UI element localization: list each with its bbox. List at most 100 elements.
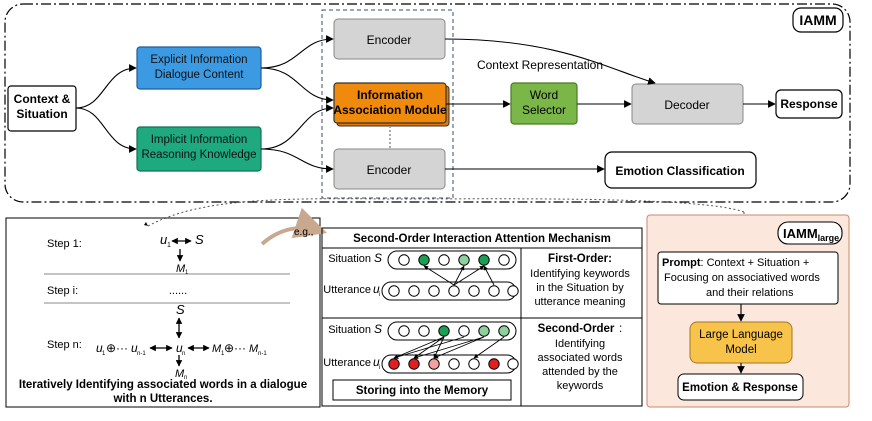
context-representation-label: Context Representation (477, 58, 603, 72)
iam-module-box (333, 82, 447, 124)
so-utterance-label: Utterance (323, 357, 371, 369)
svg-text:1: 1 (102, 351, 106, 357)
fo-situation-token (438, 254, 450, 266)
eg-curved-arrow (260, 207, 328, 246)
so-utterance-symbol: u (373, 355, 380, 369)
step1-label: Step 1: (47, 238, 82, 250)
fo-situation-token (458, 254, 470, 266)
attention-edge (473, 336, 505, 359)
emotion-response-box (677, 373, 804, 401)
svg-text:M: M (212, 343, 222, 355)
fo-situation-label: Situation (328, 253, 371, 265)
so-situation-token (418, 325, 430, 337)
so-utterance-token (448, 358, 460, 370)
iamm-label-box (792, 7, 844, 33)
attention-edge (453, 265, 485, 286)
first-order-title: First-Order: (548, 253, 612, 265)
eg-label: e.g., (294, 227, 313, 238)
token-nodes (388, 254, 519, 370)
dotted-zoom-link (147, 198, 745, 227)
context-situation-label: Context &Situation (14, 92, 71, 121)
so-situation-token (458, 325, 470, 337)
second-order-edges (393, 336, 505, 359)
svg-text:⊕···: ⊕··· (224, 341, 246, 355)
prompt-line1: Prompt: Context + Situation + (662, 257, 809, 269)
svg-text:M: M (249, 343, 259, 355)
response-label: Response (780, 97, 838, 111)
memory-box (332, 379, 512, 401)
encoder-top-label: Encoder (367, 33, 412, 47)
attention-edge (433, 336, 485, 359)
prompt-line3: and their relations (706, 287, 794, 299)
prompt-box (657, 251, 839, 305)
encoder-bottom-label: Encoder (367, 163, 412, 177)
attention-edge (393, 336, 445, 359)
emotion-classification-box (604, 151, 757, 189)
svg-text:u: u (176, 341, 183, 355)
emotion-response-label: Emotion & Response (682, 382, 798, 394)
so-situation-token (398, 325, 410, 337)
fo-situation-capsule (387, 250, 517, 270)
second-order-colon: : (619, 323, 622, 335)
svg-text:n: n (182, 351, 185, 357)
fo-situation-token (398, 254, 410, 266)
svg-text:S: S (176, 302, 185, 317)
so-situation-token (498, 325, 510, 337)
attention-edge (423, 265, 455, 286)
so-utterance-token (488, 358, 500, 370)
so-utterance-subscript: i (379, 365, 380, 371)
emotion-classification-label: Emotion Classification (615, 164, 744, 178)
iamm-outer-frame (4, 3, 851, 203)
svg-text:n: n (184, 375, 187, 381)
attention-edge (453, 265, 465, 286)
stepi-dots: ...... (169, 285, 187, 297)
fo-utterance-subscript: i (379, 292, 380, 298)
svg-text:1: 1 (167, 242, 171, 249)
stepn-label: Step n: (47, 339, 82, 351)
attention-edge (483, 265, 495, 286)
response-box (775, 89, 843, 119)
so-situation-token (438, 325, 450, 337)
so-situation-capsule (387, 321, 517, 341)
svg-text:u: u (160, 232, 167, 247)
fo-utterance-token (408, 285, 420, 297)
prompt-line2: Focusing on associatived words (664, 272, 820, 284)
svg-text:1: 1 (185, 270, 189, 276)
attention-edge (413, 336, 485, 359)
so-situation-token (478, 325, 490, 337)
fo-situation-token (478, 254, 490, 266)
so-utterance-token (428, 358, 440, 370)
memory-label: Storing into the Memory (356, 385, 489, 397)
svg-text:S: S (195, 232, 204, 247)
fo-situation-token (498, 254, 510, 266)
fo-utterance-symbol: u (373, 282, 380, 296)
decoder-label: Decoder (664, 98, 709, 112)
svg-text:M: M (176, 263, 186, 275)
stepi-label: Step i: (47, 285, 78, 297)
fo-situation-token (418, 254, 430, 266)
attention-panel (321, 227, 643, 407)
fo-utterance-label: Utterance (323, 284, 371, 296)
iamm-large-label-box (777, 221, 843, 245)
first-order-edges (423, 265, 495, 286)
steps-caption: Iteratively Identifying associated words… (19, 379, 307, 405)
fo-utterance-token (448, 285, 460, 297)
fo-utterance-token (388, 285, 400, 297)
svg-text:u: u (131, 341, 138, 355)
svg-text:n-1: n-1 (137, 351, 146, 357)
fo-utterance-token (507, 285, 519, 297)
second-order-title: Second-Order (538, 323, 615, 335)
attention-title: Second-Order Interaction Attention Mecha… (353, 233, 611, 245)
svg-text:M: M (175, 368, 185, 380)
attention-edge (393, 336, 465, 359)
